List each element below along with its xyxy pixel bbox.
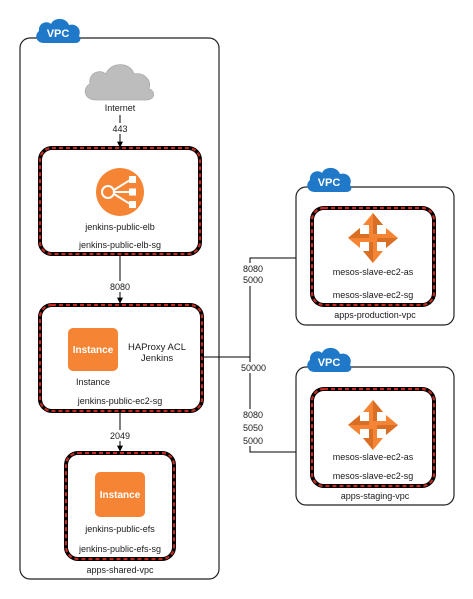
shared-vpc-name: apps-shared-vpc (86, 565, 154, 575)
production-port-1: 8080 (243, 264, 263, 274)
port-ec2-efs: 2049 (110, 431, 130, 441)
elastic-load-balancer-icon (96, 168, 144, 216)
vpc-cloud-badge-icon: VPC (307, 347, 352, 372)
efs-instance-icon: Instance (95, 472, 145, 517)
connector-ec2-staging (202, 356, 310, 455)
port-elb-ec2: 8080 (110, 282, 130, 292)
production-port-2: 5000 (243, 275, 263, 285)
ec2-icon-text: Instance (73, 345, 114, 356)
ec2-note-line1: HAProxy ACL (128, 342, 186, 353)
elb-sg-label: jenkins-public-elb-sg (78, 240, 161, 250)
ec2-security-group (38, 303, 204, 413)
efs-label: jenkins-public-efs (84, 524, 155, 534)
efs-security-group (64, 451, 176, 561)
staging-security-group (310, 387, 436, 488)
vpc-cloud-badge-icon: VPC (36, 18, 81, 43)
internet-label: Internet (105, 103, 136, 113)
ec2-label: Instance (76, 377, 110, 387)
ec2-note-line2: Jenkins (141, 353, 173, 364)
production-vpc-name: apps-production-vpc (334, 310, 416, 320)
vpc-cloud-badge-icon: VPC (307, 167, 352, 192)
staging-asg-label: mesos-slave-ec2-as (333, 452, 414, 462)
port-internet-elb: 443 (112, 124, 127, 134)
shared-vpc-container: VPC apps-shared-vpc (19, 18, 220, 580)
auto-scaling-icon (348, 213, 398, 263)
auto-scaling-icon (348, 400, 398, 450)
production-asg-label: mesos-slave-ec2-as (333, 267, 414, 277)
ec2-sg-label: jenkins-public-ec2-sg (77, 396, 163, 406)
efs-icon-text: Instance (100, 490, 141, 501)
vpc-badge-label: VPC (318, 357, 341, 369)
staging-port-1: 8080 (243, 410, 263, 420)
production-sg-label: mesos-slave-ec2-sg (333, 290, 414, 300)
link-50000-label: 50000 (241, 363, 266, 373)
production-security-group (310, 206, 436, 307)
vpc-badge-label: VPC (47, 28, 70, 40)
elb-security-group (38, 146, 202, 256)
ec2-instance-icon: Instance (68, 328, 118, 371)
elb-label: jenkins-public-elb (84, 222, 155, 232)
staging-vpc-name: apps-staging-vpc (341, 491, 410, 501)
staging-port-3: 5000 (243, 436, 263, 446)
internet-cloud-icon (84, 64, 154, 101)
efs-sg-label: jenkins-public-efs-sg (78, 544, 161, 554)
staging-port-2: 5050 (243, 423, 263, 433)
staging-sg-label: mesos-slave-ec2-sg (333, 471, 414, 481)
vpc-badge-label: VPC (318, 177, 341, 189)
